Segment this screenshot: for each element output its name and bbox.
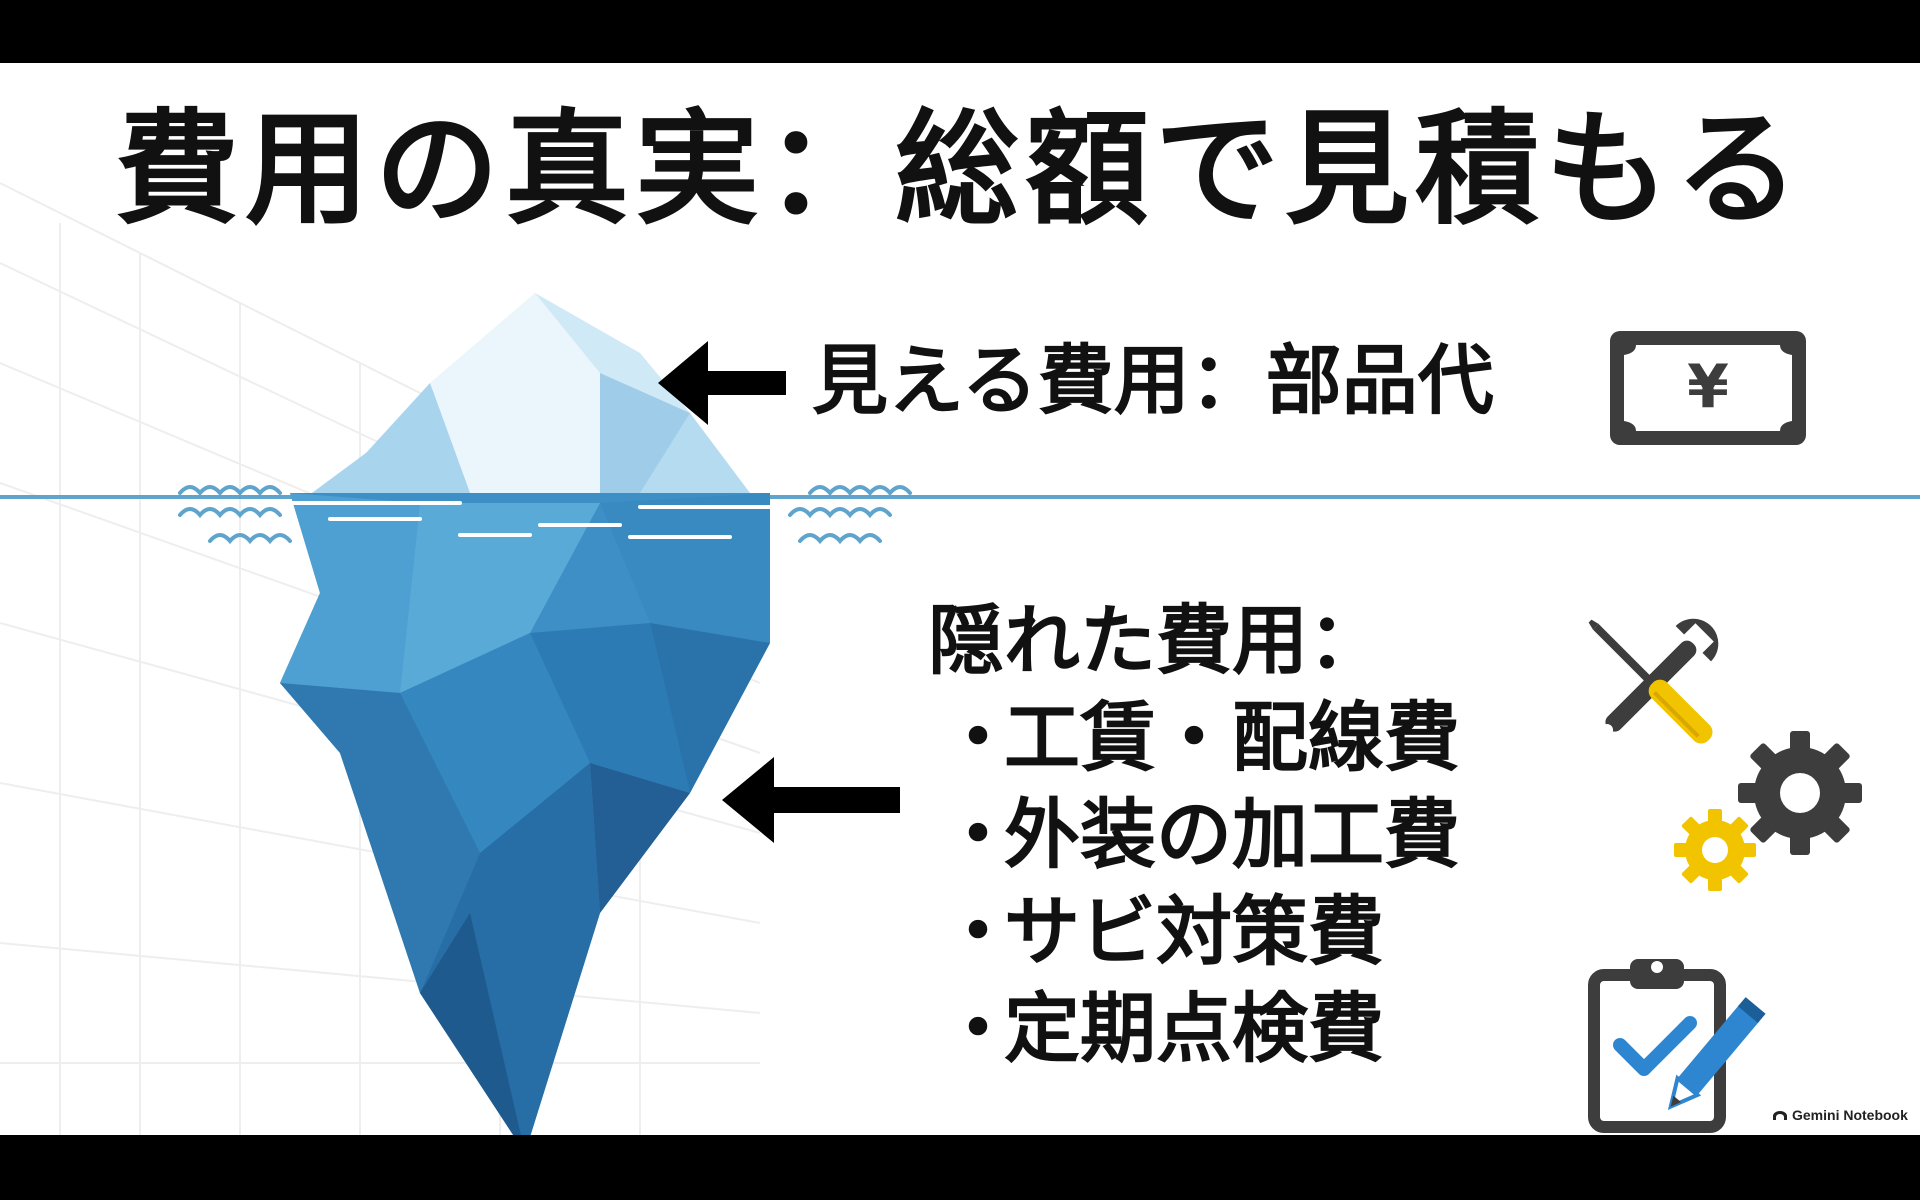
- slide: 費用の真実：総額で見積もる: [0, 63, 1920, 1135]
- list-item-label: 工賃・配線費: [1004, 693, 1460, 782]
- currency-symbol: ¥: [1687, 352, 1729, 422]
- brand-watermark: Gemini Notebook: [1772, 1107, 1908, 1123]
- slide-title: 費用の真実：総額で見積もる: [114, 97, 1805, 242]
- arrow-left-icon: [658, 341, 786, 425]
- arrow-left-icon: [722, 757, 900, 843]
- bullet: ・: [940, 984, 1016, 1073]
- waterline: [0, 495, 1920, 499]
- checklist-clipboard-icon: [1588, 959, 1766, 1133]
- list-item: ・外装の加工費: [928, 786, 1460, 883]
- bullet: ・: [940, 790, 1016, 879]
- screwdriver-wrench-icon: [1588, 618, 1719, 744]
- brand-name: Gemini Notebook: [1792, 1107, 1908, 1123]
- gear-icon: [1738, 731, 1862, 855]
- notebook-logo-icon: [1773, 1111, 1787, 1120]
- bullet: ・: [940, 887, 1016, 976]
- list-item: ・サビ対策費: [928, 883, 1460, 980]
- yen-banknote-icon: ¥: [1610, 331, 1806, 445]
- hidden-costs-title: 隠れた費用：: [928, 596, 1384, 685]
- visible-cost-label: 見える費用：部品代: [812, 336, 1494, 425]
- list-item-label: 外装の加工費: [1004, 790, 1460, 879]
- gear-icon: [1674, 809, 1756, 891]
- letterbox-top: [0, 0, 1920, 63]
- letterbox-bottom: [0, 1135, 1920, 1200]
- list-item: ・定期点検費: [928, 980, 1460, 1077]
- bullet: ・: [940, 693, 1016, 782]
- list-item: ・工賃・配線費: [928, 689, 1460, 786]
- iceberg-illustration: [178, 293, 912, 1135]
- list-item-label: 定期点検費: [1004, 984, 1384, 1073]
- hidden-costs-list: ・工賃・配線費 ・外装の加工費 ・サビ対策費 ・定期点検費: [928, 689, 1460, 1077]
- hidden-costs: 隠れた費用： ・工賃・配線費 ・外装の加工費 ・サビ対策費 ・定期点検費: [928, 593, 1460, 1077]
- list-item-label: サビ対策費: [1004, 887, 1384, 976]
